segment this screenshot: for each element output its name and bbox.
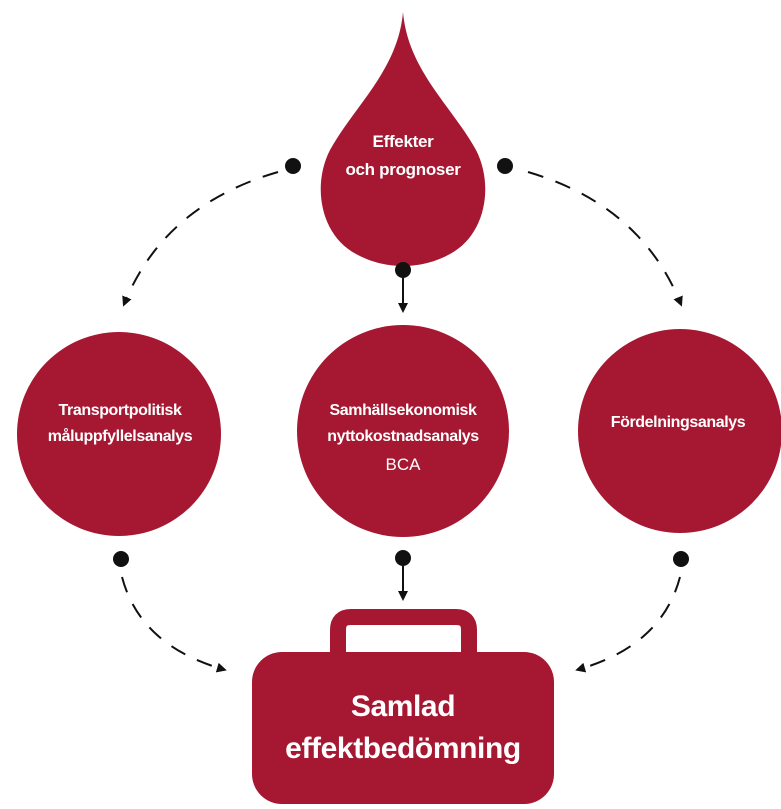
edge-line	[122, 171, 279, 307]
summary-label-line1: Samlad	[350, 690, 456, 723]
summary-label-line2: effektbedömning	[285, 732, 521, 765]
summary-label: Samlad effektbedömning	[262, 686, 544, 770]
edge-line	[527, 171, 683, 307]
effects-label-line1: Effekter	[372, 132, 434, 151]
edge-dot	[395, 550, 411, 566]
edge-distribution-to-summary	[575, 551, 689, 673]
cba-circle	[297, 325, 509, 537]
cba-label: Samhällsekonomisk nyttokostnadsanalys	[296, 398, 510, 450]
edge-dot	[497, 158, 513, 174]
edge-effects-to-transport	[122, 158, 301, 307]
effects-label: Effekter och prognoser	[310, 128, 496, 184]
transport-label: Transportpolitisk måluppfyllelsanalys	[18, 398, 222, 450]
edge-line	[121, 576, 227, 673]
edge-dot	[285, 158, 301, 174]
effects-label-line2: och prognoser	[345, 160, 461, 179]
effects-drop-shape	[320, 12, 486, 266]
distribution-label: Fördelningsanalys	[610, 414, 746, 431]
transport-circle	[17, 332, 221, 536]
distribution-circle	[578, 329, 781, 533]
briefcase-body	[252, 652, 554, 804]
cba-label-line1: Samhällsekonomisk	[329, 402, 477, 419]
cba-label-line2: nyttokostnadsanalys	[327, 428, 479, 445]
briefcase-handle	[330, 609, 477, 672]
transport-label-line2: måluppfyllelsanalys	[47, 428, 193, 445]
edge-dot	[395, 262, 411, 278]
edge-transport-to-summary	[113, 551, 227, 673]
transport-label-line1: Transportpolitisk	[58, 402, 182, 419]
edge-line	[575, 576, 681, 673]
edge-effects-to-cba	[395, 262, 411, 313]
edge-cba-to-summary	[395, 550, 411, 601]
edge-effects-to-distribution	[497, 158, 683, 307]
cba-label-abbreviation: BCA	[385, 455, 421, 474]
edge-dot	[113, 551, 129, 567]
edge-dot	[673, 551, 689, 567]
